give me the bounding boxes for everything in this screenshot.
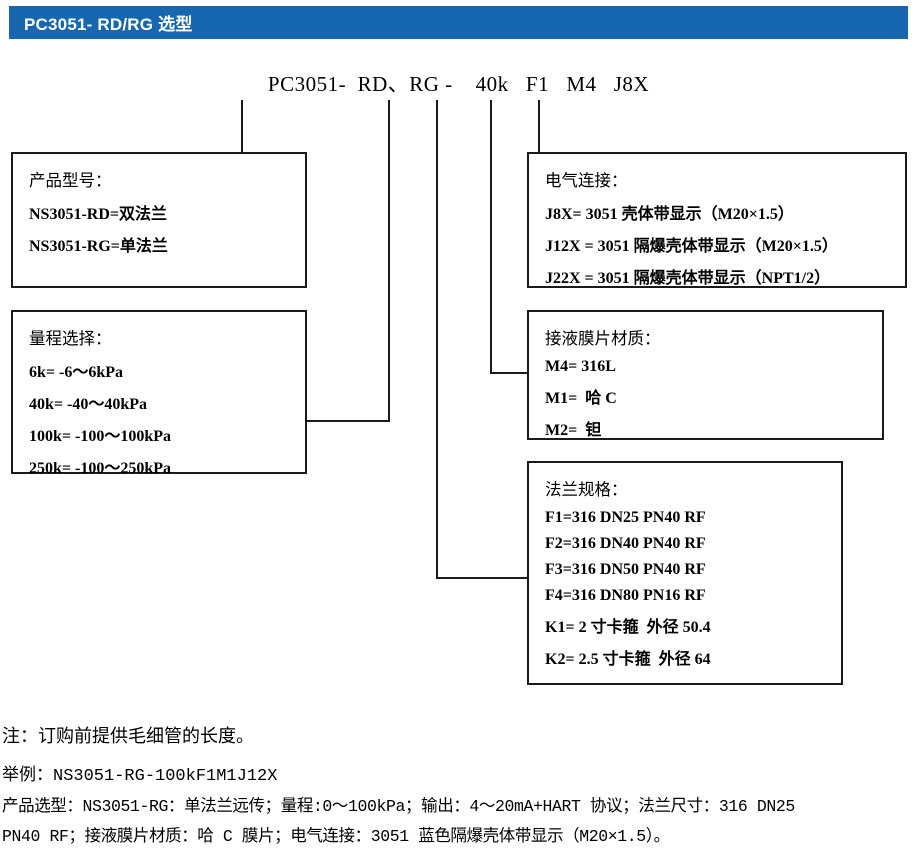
box-title-electrical-connection: 电气连接： [545,171,628,190]
page-title: PC3051- RD/RG 选型 [24,15,193,34]
box-row-range-3: 250k= -100～250kPa [29,460,172,477]
leader-product-vertical [241,100,243,152]
box-row-flange-0: F1=316 DN25 PN40 RF [545,509,706,526]
box-title-flange-specification: 法兰规格： [545,480,628,499]
leader-range-vertical [388,100,390,422]
box-title-product-model: 产品型号： [29,171,112,190]
info-box-product-model: 产品型号： NS3051-RD=双法兰 NS3051-RG=单法兰 [11,152,307,288]
info-box-diaphragm-material: 接液膜片材质： M4= 316L M1= 哈 C M2= 钽 [527,310,884,440]
box-row-range-0: 6k= -6～6kPa [29,364,124,381]
box-row-flange-2: F3=316 DN50 PN40 RF [545,561,706,578]
box-row-flange-5: K2= 2.5 寸卡箍 外径 64 [545,651,711,668]
box-row-electric-0: J8X= 3051 壳体带显示（M20×1.5） [545,206,794,223]
box-row-material-0: M4= 316L [545,358,616,375]
leader-flange-horizontal [436,577,529,579]
leader-electric-vertical [538,100,540,153]
box-title-range-selection: 量程选择： [29,329,112,348]
note-capillary-length: 注：订购前提供毛细管的长度。 [2,726,254,746]
leader-material-horizontal [490,372,529,374]
box-row-material-2: M2= 钽 [545,422,602,439]
box-row-flange-4: K1= 2 寸卡箍 外径 50.4 [545,619,711,636]
note-example-code: 举例：NS3051-RG-100kF1M1J12X [2,767,278,786]
note-selection-detail-line-1: 产品选型：NS3051-RG：单法兰远传；量程:0～100kPa；输出：4～20… [2,797,795,816]
info-box-range-selection: 量程选择： 6k= -6～6kPa 40k= -40～40kPa 100k= -… [11,310,307,477]
leader-material-vertical [490,100,492,374]
box-row-electric-1: J12X = 3051 隔爆壳体带显示（M20×1.5） [545,238,838,255]
info-box-electrical-connection: 电气连接： J8X= 3051 壳体带显示（M20×1.5） J12X = 30… [527,152,907,288]
box-row-range-2: 100k= -100～100kPa [29,428,172,445]
box-row-product-0: NS3051-RD=双法兰 [29,206,168,223]
box-row-electric-2: J22X = 3051 隔爆壳体带显示（NPT1/2） [545,270,831,287]
box-row-material-1: M1= 哈 C [545,390,617,407]
note-selection-detail-line-2: PN40 RF；接液膜片材质：哈 C 膜片；电气连接：3051 蓝色隔爆壳体带显… [2,827,670,846]
info-box-flange-specification: 法兰规格： F1=316 DN25 PN40 RF F2=316 DN40 PN… [527,461,843,685]
leader-range-horizontal [305,420,390,422]
box-row-flange-1: F2=316 DN40 PN40 RF [545,535,706,552]
box-title-diaphragm-material: 接液膜片材质： [545,329,661,348]
box-row-range-1: 40k= -40～40kPa [29,396,148,413]
header-bar: PC3051- RD/RG 选型 [9,6,908,39]
box-row-flange-3: F4=316 DN80 PN16 RF [545,587,706,604]
leader-flange-vertical [436,100,438,579]
model-code-string: PC3051- RD、RG - 40k F1 M4 J8X [267,72,650,96]
box-row-product-1: NS3051-RG=单法兰 [29,238,168,255]
